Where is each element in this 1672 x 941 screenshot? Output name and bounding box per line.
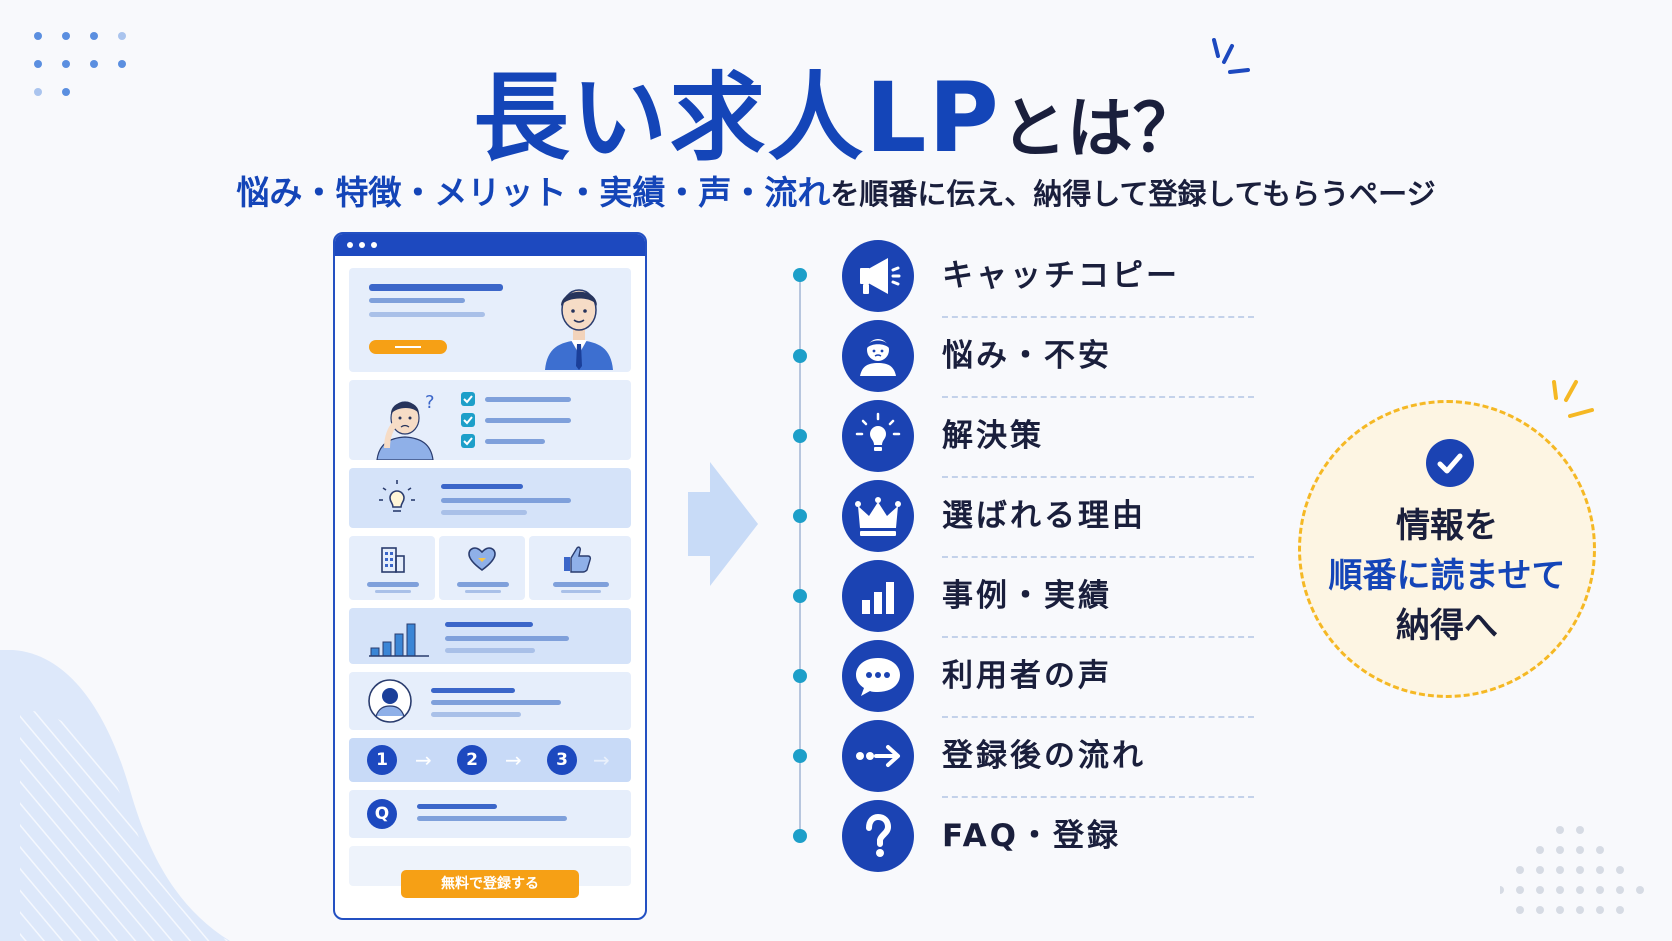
- decorative-dots: [34, 32, 134, 102]
- timeline-dot: [793, 268, 807, 282]
- mockup-cta-mini: [369, 340, 447, 354]
- timeline-separator: [942, 556, 1254, 558]
- subtitle-rest: を順番に伝え、納得して登録してもらうページ: [830, 177, 1436, 211]
- question-icon: [842, 800, 914, 872]
- timeline-separator: [942, 796, 1254, 798]
- mockup-voice-section: [349, 672, 631, 730]
- building-icon: [381, 547, 405, 573]
- faq-q-icon: Q: [367, 799, 397, 829]
- check-circle-icon: [1426, 439, 1474, 487]
- lightbulb-icon: [379, 480, 415, 512]
- speech-bubble-icon: [842, 640, 914, 712]
- badge-line-1: 情報を: [1396, 506, 1498, 546]
- worried-person-icon: [842, 320, 914, 392]
- timeline-label: 解決策: [942, 418, 1044, 454]
- timeline-label: キャッチコピー: [942, 258, 1180, 294]
- timeline-label: 事例・実績: [942, 578, 1112, 614]
- heart-icon: [468, 547, 496, 571]
- arrow-right-icon: →: [415, 748, 432, 772]
- sparkle-icon: [1212, 38, 1250, 74]
- timeline-separator: [942, 316, 1254, 318]
- timeline-separator: [942, 476, 1254, 478]
- timeline-dot: [793, 669, 807, 683]
- check-icon: [461, 392, 475, 406]
- timeline-separator: [942, 396, 1254, 398]
- mockup-worries-section: ?: [349, 380, 631, 460]
- mockup-steps-section: 1 → 2 → 3 →: [349, 738, 631, 782]
- mockup-results-section: [349, 608, 631, 664]
- browser-bar: [335, 234, 645, 256]
- timeline-dot: [793, 829, 807, 843]
- check-icon: [461, 434, 475, 448]
- lp-mockup: ?: [333, 232, 647, 920]
- question-mark: ?: [425, 392, 435, 413]
- title-main: 長い求人LP: [473, 62, 1001, 174]
- lightbulb-icon: [842, 400, 914, 472]
- mockup-hero-section: [349, 268, 631, 372]
- mockup-register-button: 無料で登録する: [401, 870, 579, 898]
- thumbs-up-icon: [564, 546, 592, 573]
- timeline-dot: [793, 349, 807, 363]
- title-suffix: とは？: [1000, 90, 1199, 167]
- crown-icon: [842, 480, 914, 552]
- timeline-dot: [793, 429, 807, 443]
- mockup-reason-card: [439, 536, 525, 600]
- step-number: 1: [367, 745, 397, 775]
- badge-line-3: 納得へ: [1396, 606, 1498, 646]
- timeline-label: 登録後の流れ: [942, 738, 1146, 774]
- arrow-right-icon: →: [593, 748, 610, 772]
- timeline-label: 悩み・不安: [942, 338, 1112, 374]
- subtitle-highlight: 悩み・特徴・メリット・実績・声・流れ: [236, 173, 831, 212]
- sparkle-icon: [1552, 380, 1594, 418]
- megaphone-icon: [842, 240, 914, 312]
- summary-badge: 情報を 順番に読ませて 納得へ: [1298, 400, 1596, 698]
- timeline-separator: [942, 716, 1254, 718]
- decorative-dots-faded: [1500, 826, 1644, 914]
- step-number: 3: [547, 745, 577, 775]
- mockup-faq-section: Q: [349, 790, 631, 838]
- timeline-dot: [793, 749, 807, 763]
- timeline-label: FAQ・登録: [942, 818, 1121, 854]
- right-arrow-icon: [688, 462, 758, 586]
- bar-chart-icon: [369, 623, 429, 657]
- worried-person-icon: [376, 401, 434, 460]
- businessman-icon: [545, 289, 613, 370]
- decorative-wave: [0, 650, 230, 941]
- page-subtitle: 悩み・特徴・メリット・実績・声・流れを順番に伝え、納得して登録してもらうページ: [0, 166, 1672, 214]
- badge-line-2: 順番に読ませて: [1328, 556, 1566, 596]
- step-number: 2: [457, 745, 487, 775]
- timeline-dot: [793, 509, 807, 523]
- mockup-solution-section: [349, 468, 631, 528]
- mockup-reason-card: [349, 536, 435, 600]
- timeline-separator: [942, 636, 1254, 638]
- user-avatar-icon: [368, 679, 412, 723]
- page-title: 長い求人LPとは？: [0, 40, 1672, 179]
- flow-arrow-icon: [842, 720, 914, 792]
- mockup-reason-card: [529, 536, 631, 600]
- timeline-line: [799, 280, 801, 842]
- timeline-label: 選ばれる理由: [942, 498, 1146, 534]
- timeline-dot: [793, 589, 807, 603]
- bar-chart-icon: [842, 560, 914, 632]
- arrow-right-icon: →: [505, 748, 522, 772]
- check-icon: [461, 413, 475, 427]
- timeline-label: 利用者の声: [942, 658, 1112, 694]
